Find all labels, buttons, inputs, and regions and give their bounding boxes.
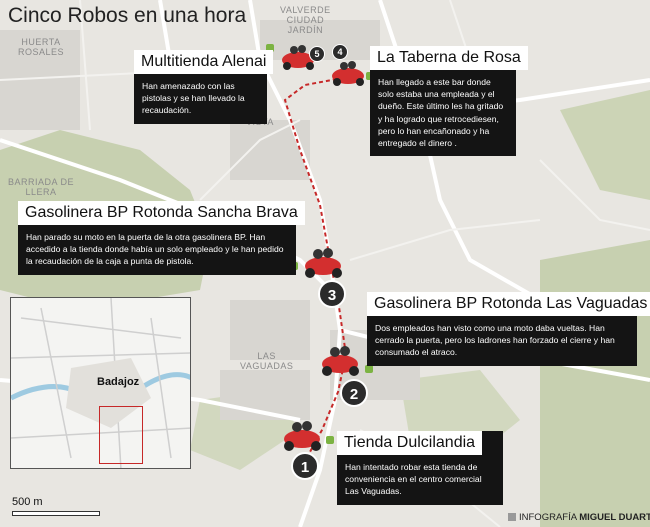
incident-text: Han intentado robar esta tienda de conve… — [345, 462, 482, 497]
incident-text: Han amenazado con las pistolas y se han … — [142, 81, 245, 116]
incident-marker: 4 — [332, 44, 348, 60]
scale-label: 500 m — [12, 496, 43, 508]
incident-box: Tienda Dulcilandia Han intentado robar e… — [337, 431, 503, 505]
green-area — [560, 90, 650, 200]
motorcycle-icon — [284, 421, 321, 451]
scale-bar-line — [12, 511, 100, 516]
neighborhood-label: BARRIADA DE LLERA — [8, 177, 75, 197]
incident-text: Han llegado a este bar donde solo estaba… — [378, 77, 504, 149]
credit-line: INFOGRAFÍA MIGUEL DUARTE — [508, 512, 650, 523]
incident-marker: 2 — [340, 379, 368, 407]
neighborhood-label: LAS VAGUADAS — [240, 351, 294, 371]
incident-text: Han parado su moto en la puerta de la ot… — [26, 232, 284, 267]
incident-title: La Taberna de Rosa — [370, 46, 528, 70]
green-area — [540, 240, 650, 527]
incident-box: La Taberna de Rosa Han llegado a este ba… — [370, 46, 528, 157]
incident-marker: 1 — [291, 452, 319, 480]
motorcycle-icon — [282, 45, 314, 70]
motorcycle-icon — [305, 248, 342, 278]
incident-marker: 5 — [309, 46, 325, 62]
motorcycle-icon — [322, 346, 359, 376]
incident-box: Multitienda Alenai Han amenazado con las… — [134, 50, 274, 124]
incident-marker: 3 — [318, 280, 346, 308]
credit-author: MIGUEL DUARTE — [579, 512, 650, 523]
locator-city-label: Badajoz — [97, 376, 140, 388]
incident-box: Gasolinera BP Rotonda Sancha Brava Han p… — [18, 201, 305, 275]
scale-bar: 500 m — [12, 496, 100, 516]
motorcycle-icon — [332, 61, 364, 86]
incident-title: Multitienda Alenai — [134, 50, 274, 74]
robbery-route — [283, 74, 349, 471]
incident-box: Gasolinera BP Rotonda Las Vaguadas Dos e… — [367, 292, 650, 366]
locator-map-graphic — [11, 298, 190, 468]
page-title: Cinco Robos en una hora — [8, 4, 247, 27]
incident-title: Tienda Dulcilandia — [337, 431, 483, 455]
incident-title: Gasolinera BP Rotonda Sancha Brava — [18, 201, 305, 225]
neighborhood-label: HUERTA ROSALES — [18, 37, 65, 57]
credit-prefix: INFOGRAFÍA — [519, 512, 577, 523]
neighborhood-label: VALVERDE CIUDAD JARDÍN — [280, 5, 331, 35]
grid-icon — [508, 513, 516, 522]
locator-highlight-frame — [99, 406, 143, 464]
incident-title: Gasolinera BP Rotonda Las Vaguadas — [367, 292, 650, 316]
incident-text: Dos empleados han visto como una moto da… — [375, 323, 615, 358]
locator-map: Badajoz — [10, 297, 191, 469]
